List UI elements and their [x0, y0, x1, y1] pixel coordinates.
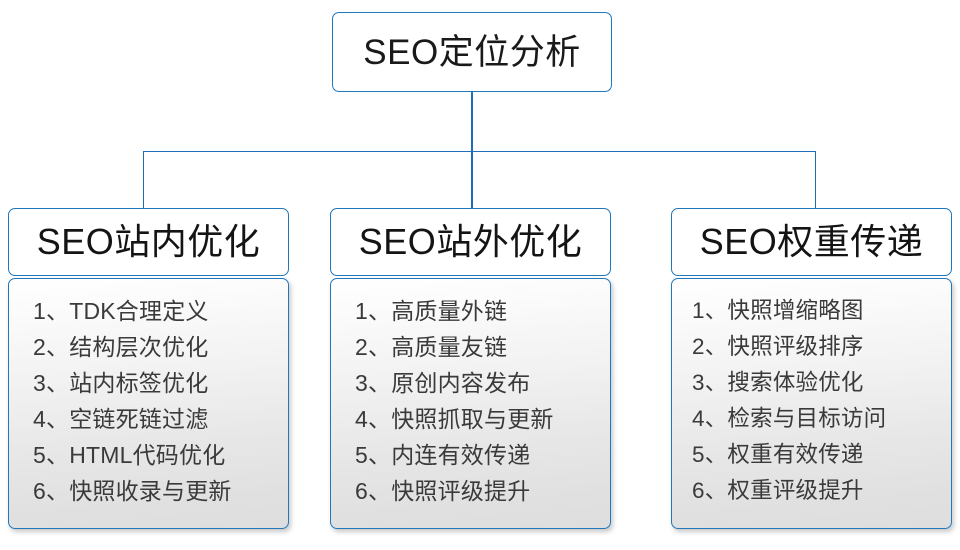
connector-branch-right: [814, 150, 817, 209]
list-item: 6、权重评级提升: [692, 478, 864, 503]
item-list-1: 1、TDK合理定义 2、结构层次优化 3、站内标签优化 4、空链死链过滤 5、H…: [9, 293, 288, 509]
list-item: 1、TDK合理定义: [33, 298, 209, 324]
root-node[interactable]: SEO定位分析: [332, 12, 612, 92]
list-item: 3、搜索体验优化: [692, 370, 864, 395]
list-item: 4、检索与目标访问: [692, 406, 887, 431]
list-item: 3、站内标签优化: [33, 370, 209, 396]
branch-column-3: SEO权重传递 1、快照增缩略图 2、快照评级排序 3、搜索体验优化 4、检索与…: [671, 208, 952, 529]
list-item: 2、快照评级排序: [692, 334, 864, 359]
branch-header-3[interactable]: SEO权重传递: [671, 208, 952, 276]
list-item: 4、快照抓取与更新: [355, 406, 554, 432]
connector-branch-left: [142, 150, 145, 209]
list-item: 2、结构层次优化: [33, 334, 209, 360]
list-item: 1、快照增缩略图: [692, 298, 864, 323]
branch-column-2: SEO站外优化 1、高质量外链 2、高质量友链 3、原创内容发布 4、快照抓取与…: [330, 208, 611, 529]
branch-body-2: 1、高质量外链 2、高质量友链 3、原创内容发布 4、快照抓取与更新 5、内连有…: [330, 278, 611, 529]
list-item: 4、空链死链过滤: [33, 406, 209, 432]
branch-header-1-label: SEO站内优化: [36, 221, 261, 262]
connector-root-vertical: [471, 92, 473, 152]
list-item: 5、内连有效传递: [355, 442, 531, 468]
branch-header-2[interactable]: SEO站外优化: [330, 208, 611, 276]
item-list-2: 1、高质量外链 2、高质量友链 3、原创内容发布 4、快照抓取与更新 5、内连有…: [331, 293, 610, 509]
branch-body-3: 1、快照增缩略图 2、快照评级排序 3、搜索体验优化 4、检索与目标访问 5、权…: [671, 278, 952, 529]
list-item: 5、HTML代码优化: [33, 442, 226, 468]
item-list-3: 1、快照增缩略图 2、快照评级排序 3、搜索体验优化 4、检索与目标访问 5、权…: [672, 293, 951, 509]
list-item: 2、高质量友链: [355, 334, 508, 360]
branch-header-1[interactable]: SEO站内优化: [8, 208, 289, 276]
list-item: 6、快照收录与更新: [33, 478, 232, 504]
branch-header-2-label: SEO站外优化: [358, 221, 583, 262]
connector-horizontal-bus: [143, 150, 816, 153]
branch-header-3-label: SEO权重传递: [699, 221, 924, 262]
list-item: 1、高质量外链: [355, 298, 508, 324]
branch-column-1: SEO站内优化 1、TDK合理定义 2、结构层次优化 3、站内标签优化 4、空链…: [8, 208, 289, 529]
root-node-label: SEO定位分析: [363, 32, 581, 72]
list-item: 3、原创内容发布: [355, 370, 531, 396]
list-item: 5、权重有效传递: [692, 442, 864, 467]
branch-body-1: 1、TDK合理定义 2、结构层次优化 3、站内标签优化 4、空链死链过滤 5、H…: [8, 278, 289, 529]
connector-branch-middle: [471, 150, 473, 209]
list-item: 6、快照评级提升: [355, 478, 531, 504]
